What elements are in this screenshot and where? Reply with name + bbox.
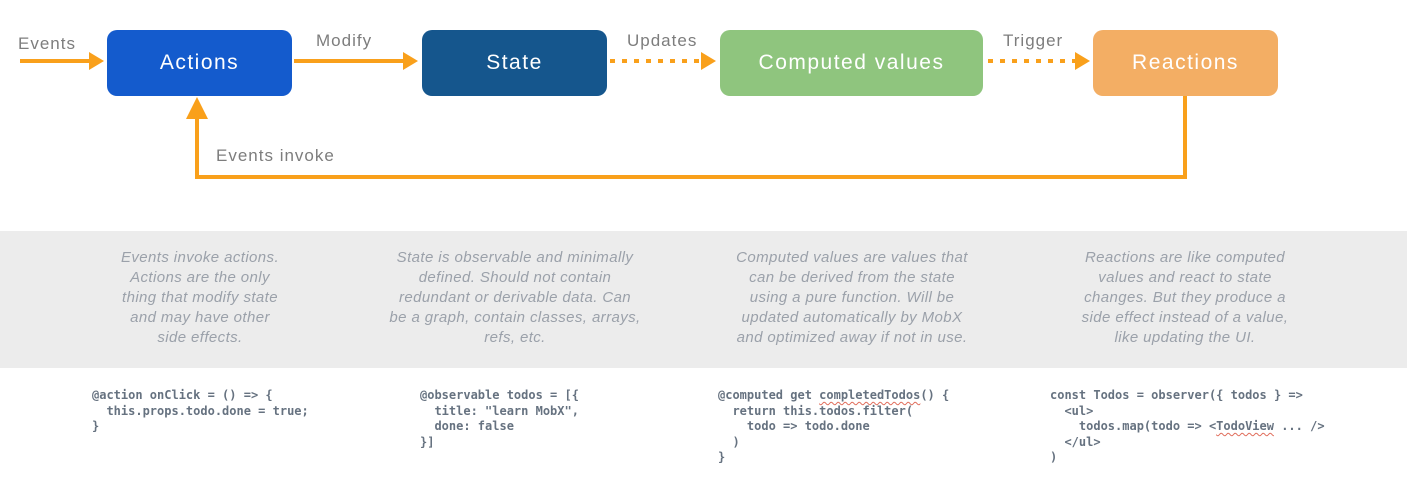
loop-right-line [1183, 96, 1187, 179]
state-code-sample: @observable todos = [{ title: "learn Mob… [420, 388, 579, 449]
modify-arrowhead-icon [403, 52, 418, 70]
events-invoke-label: Events invoke [216, 146, 335, 165]
loop-left-line [195, 118, 199, 178]
events-label: Events [18, 34, 76, 53]
computed-values-code-sample: @computed get completedTodos() { return … [718, 388, 950, 464]
loop-bottom-line [195, 175, 1187, 179]
computed-values-node: Computed values [720, 30, 983, 96]
reactions-description: Reactions are like computed values and r… [1081, 249, 1289, 346]
modify-label: Modify [316, 31, 373, 50]
modify-arrow-line [294, 59, 404, 63]
updates-label: Updates [627, 31, 698, 50]
trigger-arrowhead-icon [1075, 52, 1090, 70]
events-arrow-line [20, 59, 90, 63]
state-description: State is observable and minimally define… [389, 249, 641, 346]
loop-arrowhead-icon [186, 97, 208, 119]
reactions-node: Reactions [1093, 30, 1278, 96]
computed-values-description: Computed values are values that can be d… [736, 249, 968, 346]
state-node: State [422, 30, 607, 96]
updates-arrowhead-icon [701, 52, 716, 70]
trigger-dotted-line [988, 59, 1076, 63]
reactions-code-sample: const Todos = observer({ todos } => <ul>… [1050, 388, 1325, 464]
actions-description: Events invoke actions. Actions are the o… [120, 249, 280, 346]
explanation-band: Events invoke actions. Actions are the o… [0, 231, 1407, 368]
events-arrowhead-icon [89, 52, 104, 70]
actions-code-sample: @action onClick = () => { this.props.tod… [92, 388, 309, 433]
updates-dotted-line [610, 59, 702, 63]
actions-node: Actions [107, 30, 292, 96]
trigger-label: Trigger [1003, 31, 1064, 50]
